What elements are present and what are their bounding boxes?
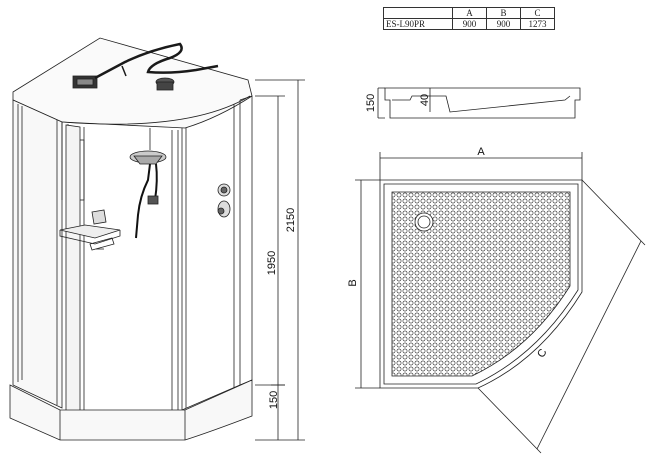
label-tray-profile-height: 150 — [365, 94, 377, 112]
height-dimensions — [255, 79, 305, 441]
cabin-left-wall — [12, 99, 63, 409]
spec-table-header-row: A B C — [383, 7, 555, 19]
tray-top-view — [355, 152, 646, 454]
shelf-with-soap — [59, 209, 121, 251]
spec-value-c: 1273 — [520, 18, 555, 30]
cabin-roof — [12, 37, 253, 129]
label-total-height: 2150 — [285, 208, 297, 232]
roof-hose — [94, 42, 219, 80]
cabin-door-left — [65, 124, 81, 416]
label-side-a: A — [477, 146, 485, 158]
tray-outline — [379, 179, 583, 389]
spec-table: A B C ES-L90PR 900 900 1273 — [383, 7, 555, 30]
shower-cabin-3d — [9, 37, 253, 441]
tray-anti-slip-surface — [391, 191, 571, 377]
shower-head-assembly — [129, 150, 167, 239]
label-door-height: 1950 — [266, 251, 278, 275]
cabin-door-right — [181, 100, 241, 411]
label-side-c: C — [535, 347, 549, 360]
label-tray-inner-depth: 40 — [419, 94, 431, 106]
mixer-faucets — [217, 183, 231, 218]
label-side-b: B — [347, 279, 359, 286]
spec-table-value-row: ES-L90PR 900 900 1273 — [383, 18, 555, 30]
tray-profile — [377, 87, 581, 119]
label-tray-height: 150 — [268, 391, 280, 409]
